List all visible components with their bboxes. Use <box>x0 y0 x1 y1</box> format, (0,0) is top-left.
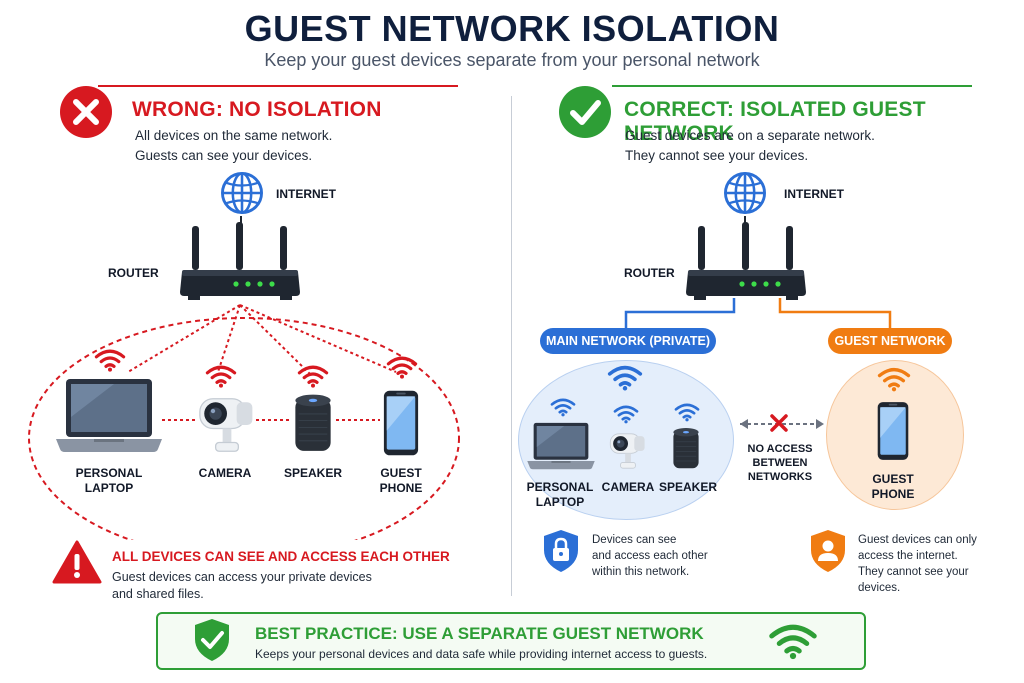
lock-shield-icon <box>544 530 578 572</box>
laptop-icon-right <box>526 421 596 473</box>
wrong-device-label-phone: GUEST PHONE <box>379 466 423 495</box>
correct-heading: CORRECT: ISOLATED GUEST NETWORK <box>624 98 926 145</box>
right-header-rule <box>612 85 972 87</box>
speaker-wifi-icon-right <box>674 402 700 422</box>
camera-icon-right <box>608 428 648 474</box>
phone-wifi-icon <box>386 355 418 379</box>
wrong-device-label-camera: CAMERA <box>198 466 252 480</box>
page-title: GUEST NETWORK ISOLATION <box>244 8 780 49</box>
warning-line1: Guest devices can access your private de… <box>112 570 372 584</box>
wrong-desc-line1: All devices on the same network. <box>135 128 333 143</box>
warning-title: ALL DEVICES CAN SEE AND ACCESS EACH OTHE… <box>112 549 450 564</box>
main-network-note: Devices can see and access each other wi… <box>592 534 708 578</box>
main-network-pill: MAIN NETWORK (PRIVATE) <box>540 328 716 354</box>
camera-wifi-icon <box>205 364 237 388</box>
laptop-wifi-icon <box>94 348 126 372</box>
wrong-heading: WRONG: NO ISOLATION <box>132 98 382 121</box>
wrong-internet-label: INTERNET <box>276 187 336 201</box>
camera-wifi-icon-right <box>613 404 639 424</box>
correct-router-label: ROUTER <box>624 266 675 280</box>
page-subtitle: Keep your guest devices separate from yo… <box>264 50 760 70</box>
correct-device-label-camera: CAMERA <box>601 480 655 494</box>
correct-device-label-laptop: PERSONAL LAPTOP <box>526 480 594 509</box>
laptop-icon <box>54 377 164 457</box>
best-practice-text: Keeps your personal devices and data saf… <box>255 647 708 661</box>
correct-desc-line1: Guest devices are on a separate network. <box>625 128 875 143</box>
wrong-network-links <box>28 304 460 540</box>
center-divider <box>511 96 512 596</box>
guest-network-note: Guest devices can only access the intern… <box>858 534 977 594</box>
best-practice-title: BEST PRACTICE: USE A SEPARATE GUEST NETW… <box>255 624 704 643</box>
left-header-rule <box>98 85 458 87</box>
correct-device-label-speaker: SPEAKER <box>658 480 717 494</box>
laptop-wifi-icon-right <box>550 397 576 417</box>
phone-icon <box>382 388 420 458</box>
wrong-router-label: ROUTER <box>108 266 159 280</box>
best-practice-box <box>156 612 866 670</box>
warning-icon <box>52 540 102 584</box>
check-circle-icon <box>559 86 611 138</box>
correct-desc-line2: They cannot see your devices. <box>625 148 809 163</box>
wrong-desc-line2: Guests can see your devices. <box>135 148 313 163</box>
x-circle-icon <box>60 86 112 138</box>
guest-phone-icon <box>876 400 910 462</box>
wifi-icon <box>768 622 818 660</box>
main-network-wifi-icon <box>607 364 643 391</box>
no-access-x-icon <box>770 414 788 432</box>
user-shield-icon <box>811 530 845 572</box>
camera-icon <box>196 390 258 460</box>
guest-device-label: GUEST PHONE <box>871 472 915 501</box>
correct-internet-label: INTERNET <box>784 187 844 201</box>
speaker-icon-right <box>671 425 701 473</box>
speaker-wifi-icon <box>297 364 329 388</box>
guest-network-pill: GUEST NETWORK <box>828 328 952 354</box>
check-shield-icon <box>195 619 229 661</box>
wrong-device-label-laptop: PERSONAL LAPTOP <box>75 466 143 495</box>
speaker-icon <box>292 390 334 458</box>
wrong-device-label-speaker: SPEAKER <box>283 466 342 480</box>
guest-network-wifi-icon <box>877 366 911 392</box>
warning-line2: and shared files. <box>112 587 204 601</box>
no-access-label: NO ACCESS BETWEEN NETWORKS <box>747 443 813 483</box>
